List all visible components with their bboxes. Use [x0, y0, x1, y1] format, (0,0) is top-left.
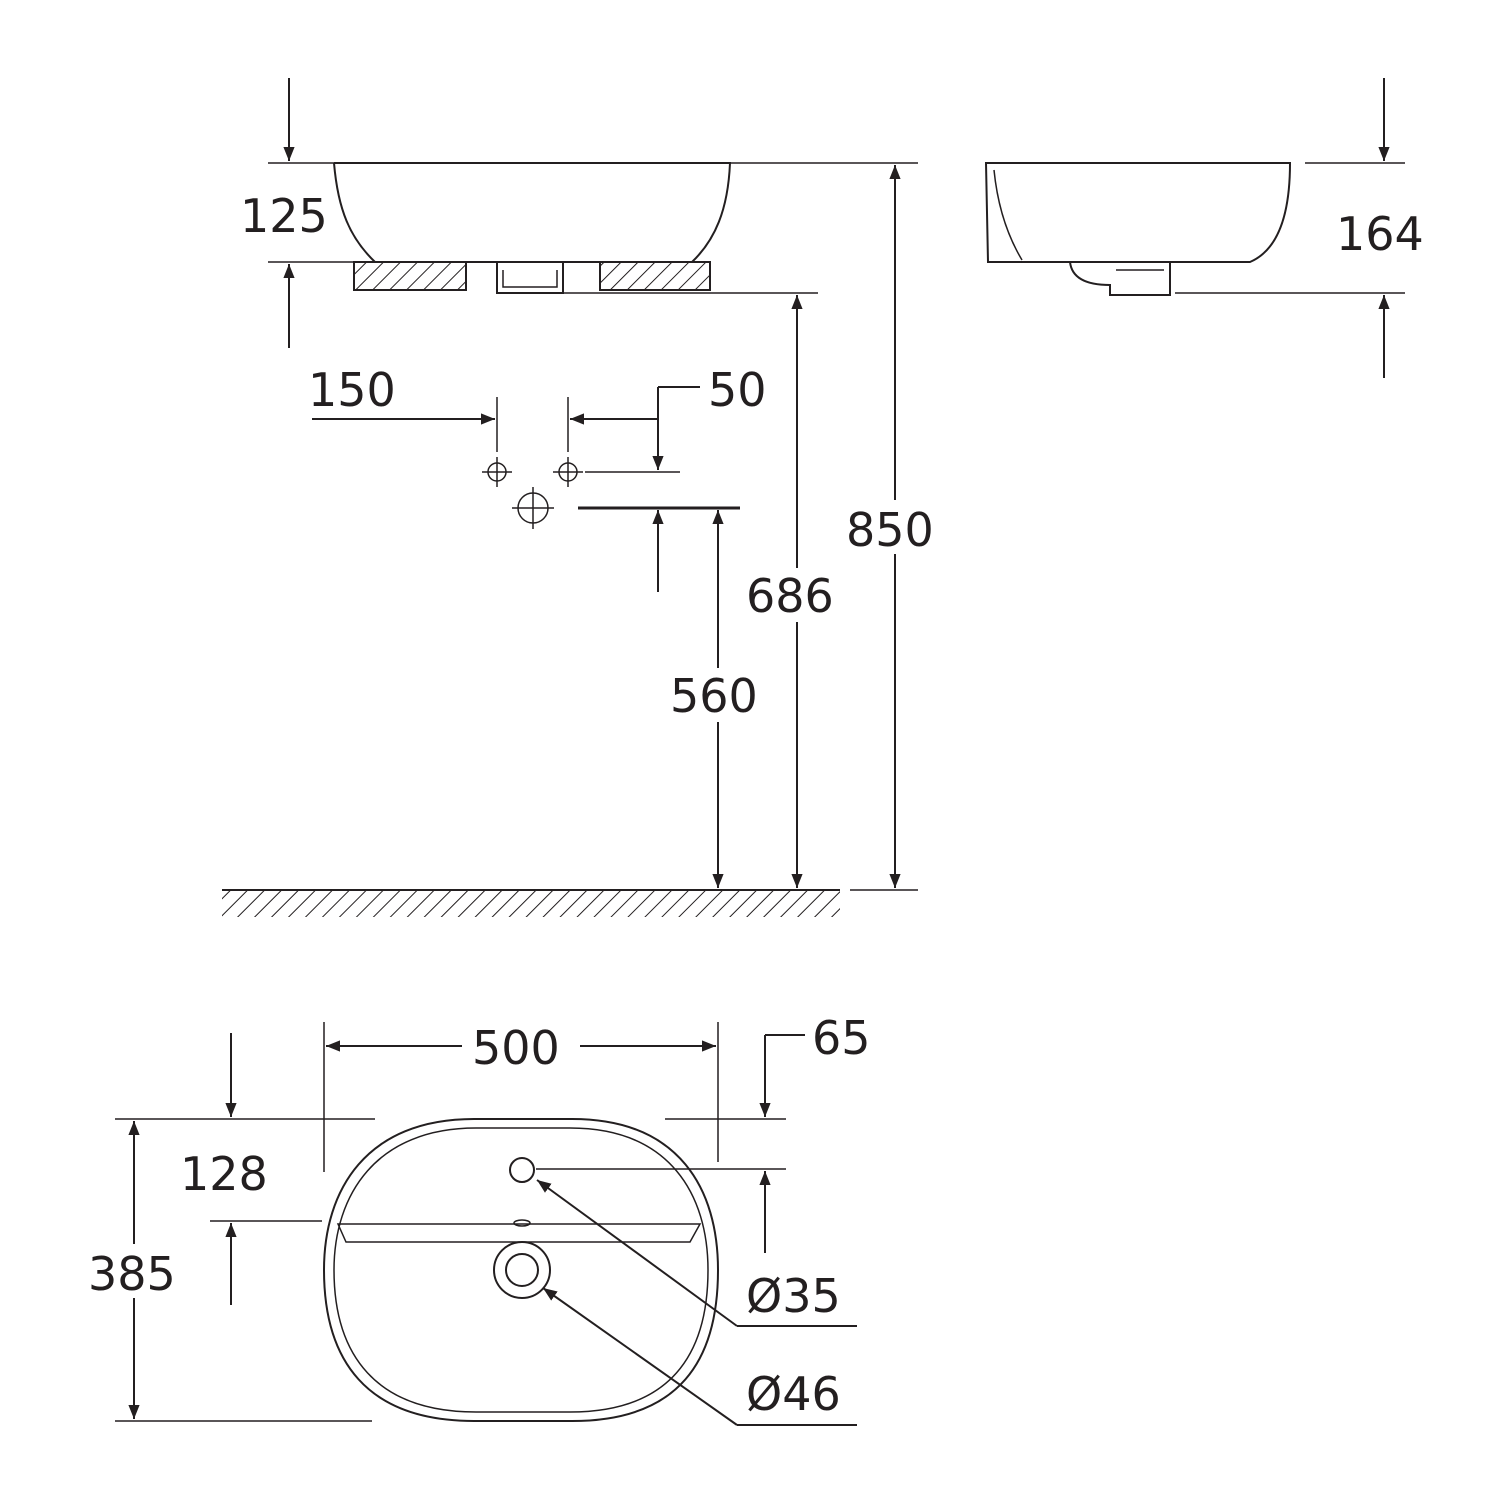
plan-basin-outline — [322, 1118, 720, 1422]
dim-65-label: 65 — [812, 1011, 871, 1065]
leader-35 — [536, 1179, 738, 1327]
dim-128-label: 128 — [180, 1147, 268, 1201]
plan-view: 500 65 385 128 Ø35 Ø46 — [86, 1011, 871, 1426]
floor-hatch — [222, 891, 840, 917]
dim-150-label: 150 — [308, 363, 396, 417]
tap-hole-right — [553, 457, 583, 487]
front-drain-fitting — [496, 262, 564, 294]
dim-385-label: 385 — [88, 1247, 176, 1301]
dim-686-label: 686 — [746, 569, 834, 623]
dim-164-label: 164 — [1336, 207, 1424, 261]
dim-50-label: 50 — [708, 363, 767, 417]
tap-hole-left — [482, 457, 512, 487]
front-elevation: 125 850 686 — [222, 78, 940, 917]
overflow-shelf — [336, 1223, 702, 1243]
drain-outlet-wall — [512, 487, 554, 529]
dim-125-label: 125 — [240, 189, 328, 243]
dim-560-label: 560 — [670, 669, 758, 723]
dim-d46-label: Ø46 — [746, 1367, 841, 1421]
dim-500-label: 500 — [472, 1021, 560, 1075]
side-bowl-outline — [984, 162, 1292, 263]
side-elevation: 164 — [984, 78, 1424, 378]
plan-tap-hole — [509, 1157, 535, 1183]
countertop-left — [353, 261, 467, 291]
side-drain-fitting — [1069, 261, 1171, 296]
dim-850-label: 850 — [846, 503, 934, 557]
countertop-right — [599, 261, 711, 291]
front-bowl-outline — [333, 162, 732, 263]
plan-waste-outer — [493, 1241, 551, 1299]
dim-d35-label: Ø35 — [746, 1269, 841, 1323]
leader-46 — [542, 1287, 738, 1426]
plan-waste-inner — [505, 1253, 539, 1287]
